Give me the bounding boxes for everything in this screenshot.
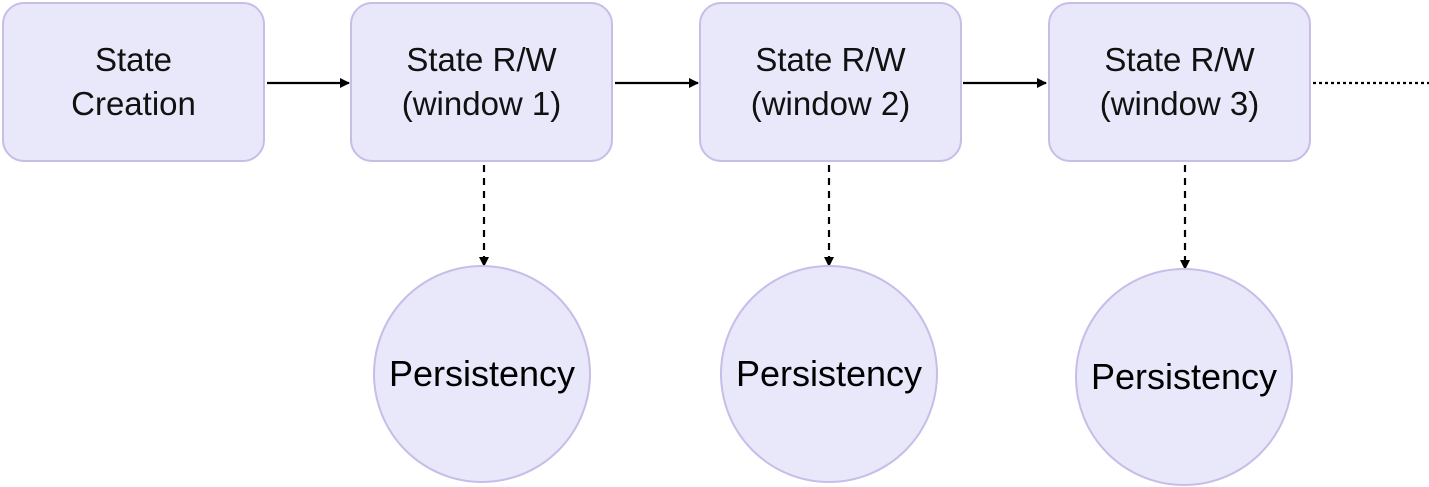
- persistency-label-1: Persistency: [388, 353, 576, 394]
- persistency-node-1: Persistency: [373, 265, 591, 483]
- persistency-label-2: Persistency: [735, 353, 923, 394]
- state-creation-line-2: Creation: [71, 85, 196, 122]
- persistency-node-2: Persistency: [720, 265, 938, 483]
- state-rw-window-1-node: State R/W (window 1): [350, 2, 613, 162]
- window-3-line-2: (window 3): [1099, 85, 1260, 122]
- window-3-line-1: State R/W: [1104, 41, 1255, 79]
- state-creation-node: State Creation: [2, 2, 265, 162]
- state-creation-line-1: State: [94, 41, 173, 79]
- window-1-line-2: (window 1): [401, 85, 562, 122]
- persistency-node-3: Persistency: [1075, 268, 1293, 486]
- window-1-line-1: State R/W: [406, 41, 557, 79]
- state-rw-window-2-node: State R/W (window 2): [699, 2, 962, 162]
- state-rw-window-3-node: State R/W (window 3): [1048, 2, 1311, 162]
- window-2-line-1: State R/W: [755, 41, 906, 79]
- window-2-line-2: (window 2): [750, 85, 911, 122]
- persistency-label-3: Persistency: [1090, 356, 1278, 397]
